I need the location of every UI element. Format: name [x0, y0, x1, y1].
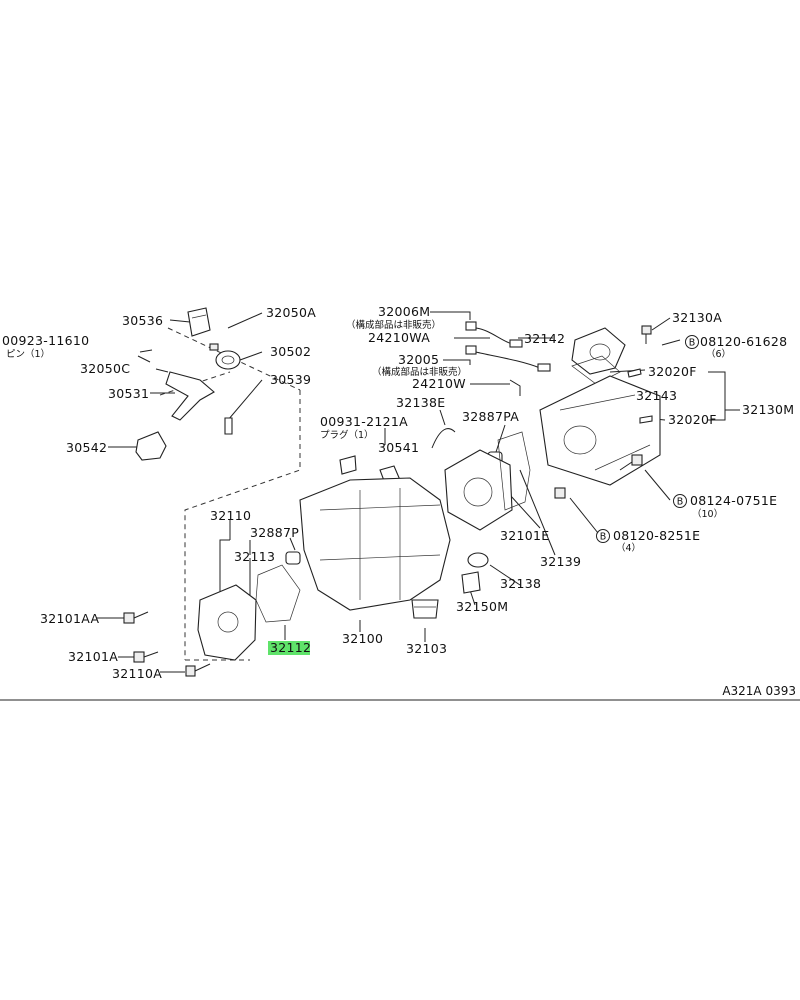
- label-24210W[interactable]: 24210W: [412, 376, 466, 391]
- part-32150M-switch: [461, 571, 481, 594]
- highlight-32112: [268, 641, 310, 655]
- part-32138-seal: [467, 552, 489, 568]
- part-32138E-tube: [431, 428, 456, 449]
- part-32143-gasket: [571, 355, 621, 385]
- part-00923-pin: [139, 349, 153, 353]
- part-32130M-extension-housing: [539, 375, 661, 486]
- label-00923-sub: ピン（1）: [6, 348, 50, 360]
- part-32110A-bolt: [185, 663, 211, 677]
- bolt-circle-symbols: B B B: [596, 335, 699, 543]
- bolt-symbol-circle-1: [685, 335, 699, 349]
- part-32020F-plug-b: [639, 415, 653, 424]
- part-32050A-bolt: [209, 343, 219, 351]
- part-30536-bracket: [187, 307, 211, 337]
- label-00923-11610[interactable]: 00923-11610: [2, 333, 89, 348]
- label-32130A[interactable]: 32130A: [672, 310, 722, 325]
- label-32006M[interactable]: 32006M: [378, 304, 430, 319]
- label-32050C[interactable]: 32050C: [80, 361, 130, 376]
- part-32005-harness: [465, 345, 551, 372]
- label-08120-61628[interactable]: 08120-61628: [700, 334, 787, 349]
- bolt-symbol-2: B: [677, 497, 684, 508]
- label-32050A[interactable]: 32050A: [266, 305, 316, 320]
- label-32110[interactable]: 32110: [210, 508, 251, 523]
- label-32130M[interactable]: 32130M: [742, 402, 794, 417]
- part-08120-8251E-bolt: [554, 487, 566, 499]
- label-00931-2121A[interactable]: 00931-2121A: [320, 414, 408, 429]
- label-32101E[interactable]: 32101E: [500, 528, 549, 543]
- part-32142-cover: [571, 327, 626, 375]
- label-32138[interactable]: 32138: [500, 576, 541, 591]
- part-32101A-bolt: [133, 651, 159, 663]
- label-32005-sub: （構成部品は非販売）: [372, 366, 467, 378]
- label-32020F-b[interactable]: 32020F: [668, 412, 717, 427]
- label-32887PA[interactable]: 32887PA: [462, 409, 519, 424]
- reference-code: A321A 0393: [722, 684, 796, 698]
- part-32139-gasket: [497, 431, 531, 511]
- label-08124-0751E[interactable]: 08124-0751E: [690, 493, 777, 508]
- part-32130A-bolt: [641, 325, 652, 344]
- label-08120-8251E-qty: （4）: [616, 542, 641, 554]
- label-32138E[interactable]: 32138E: [396, 395, 445, 410]
- part-32110-rear-cover: [197, 584, 257, 661]
- part-32887P-bushing: [285, 551, 301, 565]
- label-24210WA[interactable]: 24210WA: [368, 330, 430, 345]
- label-32143[interactable]: 32143: [636, 388, 677, 403]
- label-32103[interactable]: 32103: [406, 641, 447, 656]
- bolt-symbol-3: B: [600, 532, 607, 543]
- part-30542-boot: [135, 431, 167, 461]
- label-30536[interactable]: 30536: [122, 313, 163, 328]
- label-30502[interactable]: 30502: [270, 344, 311, 359]
- leader-lines: [96, 311, 740, 673]
- part-00931-plug: [339, 455, 357, 475]
- bolt-symbol-1: B: [689, 338, 696, 349]
- label-32142[interactable]: 32142: [524, 331, 565, 346]
- label-32101AA[interactable]: 32101AA: [40, 611, 99, 626]
- label-32006M-sub: （構成部品は非販売）: [346, 319, 441, 331]
- label-08124-qty: （10）: [692, 508, 723, 520]
- label-32020F-a[interactable]: 32020F: [648, 364, 697, 379]
- part-30502-bearing: [215, 350, 241, 370]
- part-32101AA-bolt: [123, 611, 149, 624]
- bolt-symbol-circle-2: [673, 494, 687, 508]
- label-32101A[interactable]: 32101A: [68, 649, 118, 664]
- label-32005[interactable]: 32005: [398, 352, 439, 367]
- label-00931-sub: プラグ（1）: [320, 429, 374, 441]
- label-32150M[interactable]: 32150M: [456, 599, 508, 614]
- label-30542[interactable]: 30542: [66, 440, 107, 455]
- label-08120-61628-qty: （6）: [706, 348, 731, 360]
- part-08124-bolt: [619, 454, 643, 471]
- bolt-symbol-circle-3: [596, 529, 610, 543]
- label-30539[interactable]: 30539: [270, 372, 311, 387]
- label-32139[interactable]: 32139: [540, 554, 581, 569]
- part-32020F-plug-a: [627, 368, 642, 378]
- part-32103-boot: [411, 599, 439, 619]
- part-32006M-harness: [465, 321, 523, 348]
- label-32113[interactable]: 32113: [234, 549, 275, 564]
- label-32110A[interactable]: 32110A: [112, 666, 162, 681]
- label-08120-8251E[interactable]: 08120-8251E: [613, 528, 700, 543]
- label-32100[interactable]: 32100: [342, 631, 383, 646]
- part-32101E-adapter-plate: [444, 449, 513, 531]
- part-24210W-clip: [509, 379, 521, 396]
- part-32100-transmission-case: [299, 477, 451, 611]
- label-30541[interactable]: 30541: [378, 440, 419, 455]
- label-32112[interactable]: 32112: [270, 640, 311, 655]
- label-30531[interactable]: 30531: [108, 386, 149, 401]
- part-labels: 30536 32050A 00923-11610 ピン（1） 30502 320…: [2, 304, 794, 681]
- part-32113-gasket: [255, 564, 301, 623]
- part-30539-pin: [224, 417, 233, 435]
- label-32887P[interactable]: 32887P: [250, 525, 299, 540]
- part-30531-fork: [165, 371, 215, 421]
